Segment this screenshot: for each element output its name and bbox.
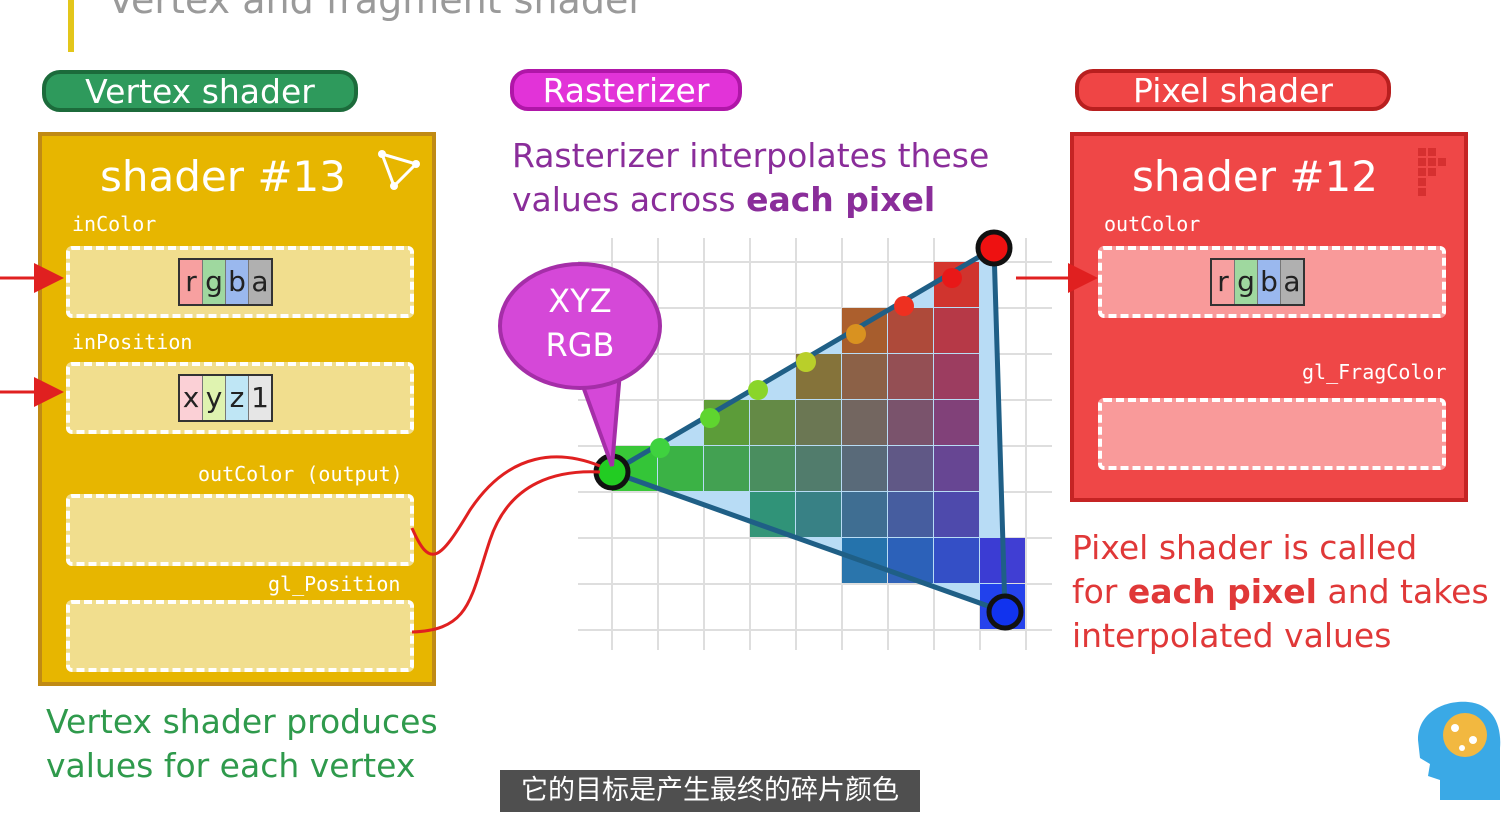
pixel-caption-line1: Pixel shader is called (1072, 528, 1418, 567)
vertex-shader-stage-label: Vertex shader (42, 70, 358, 112)
rasterizer-caption-line1: Rasterizer interpolates these (512, 136, 990, 175)
in-color-label: inColor (72, 212, 157, 236)
chip-r: r (1212, 260, 1235, 304)
interp-dot (700, 408, 720, 428)
rasterized-pixel (842, 446, 887, 491)
interp-dot (796, 352, 816, 372)
brain-logo-icon (1418, 701, 1501, 800)
rasterized-pixel (888, 446, 933, 491)
in-color-slot: r g b a (66, 246, 414, 318)
chip-x: x (180, 376, 203, 420)
rasterized-pixel (934, 446, 979, 491)
rasterized-pixel (888, 400, 933, 445)
vertex-caption-line1: Vertex shader produces (46, 702, 438, 741)
vertex-shader-panel: shader #13 inColor r g b a inPosition x … (38, 132, 436, 686)
wire-gl-position (411, 470, 601, 634)
rasterized-pixel (888, 492, 933, 537)
vertex-shader-title: shader #13 (100, 152, 346, 201)
title-accent-bar (68, 0, 74, 52)
rasterized-pixel (796, 492, 841, 537)
pixel-shader-stage-label: Pixel shader (1075, 69, 1391, 111)
rasterized-pixel (934, 538, 979, 583)
pixel-out-color-chips: r g b a (1210, 258, 1305, 306)
rasterized-pixel (842, 354, 887, 399)
pixel-caption-line2-pre: for (1072, 572, 1128, 611)
rasterized-pixel (888, 308, 933, 353)
rasterized-pixels (612, 262, 1025, 629)
triangle-vertex-icon (378, 150, 420, 190)
rasterized-pixel (750, 400, 795, 445)
pixel-caption-line2-post: and takes (1316, 572, 1489, 611)
interp-dot (942, 268, 962, 288)
rasterized-pixel (704, 446, 749, 491)
vertex-blue (986, 593, 1024, 631)
chip-g: g (203, 260, 226, 304)
interp-dot (894, 296, 914, 316)
vertex-caption: Vertex shader produces values for each v… (46, 700, 438, 788)
pixel-shader-title: shader #12 (1132, 152, 1378, 201)
vertex-caption-line2: values for each vertex (46, 746, 416, 785)
pixel-out-color-label: outColor (1104, 212, 1201, 236)
interp-dot (748, 380, 768, 400)
rasterized-pixel (934, 308, 979, 353)
out-color-label: outColor (output) (198, 462, 403, 486)
rasterized-pixel (934, 354, 979, 399)
pixel-caption: Pixel shader is called for each pixel an… (1072, 526, 1489, 658)
rasterizer-caption-emphasis: each pixel (746, 180, 936, 219)
pixel-grid-icon (1418, 148, 1446, 196)
rasterizer-stage-label: Rasterizer (510, 69, 742, 111)
vertex-red (975, 229, 1013, 267)
chip-r: r (180, 260, 203, 304)
in-position-label: inPosition (72, 330, 193, 354)
rasterized-pixel (842, 492, 887, 537)
gl-position-label: gl_Position (268, 572, 401, 596)
interp-dot (846, 324, 866, 344)
slide-title: Vertex and fragment shader (108, 0, 644, 22)
rasterized-pixel (888, 354, 933, 399)
video-subtitle: 它的目标是产生最终的碎片颜色 (500, 770, 920, 812)
pixel-shader-panel: shader #12 outColor r g b a gl_FragColor (1070, 132, 1468, 502)
out-color-slot (66, 494, 414, 566)
bubble-rgb: RGB (546, 326, 615, 364)
frag-color-slot (1098, 398, 1446, 470)
chip-b: b (226, 260, 249, 304)
chip-w: 1 (249, 376, 271, 420)
chip-g: g (1235, 260, 1258, 304)
pixel-caption-line3: interpolated values (1072, 616, 1392, 655)
bubble-xyz: XYZ (548, 282, 611, 320)
bubble-body (498, 262, 662, 390)
frag-color-label: gl_FragColor (1302, 360, 1447, 384)
chip-a: a (1281, 260, 1303, 304)
rasterized-pixel (934, 492, 979, 537)
chip-z: z (226, 376, 249, 420)
in-position-chips: x y z 1 (178, 374, 273, 422)
chip-b: b (1258, 260, 1281, 304)
chip-a: a (249, 260, 271, 304)
rasterizer-caption: Rasterizer interpolates these values acr… (512, 134, 989, 222)
rasterized-pixel (750, 446, 795, 491)
rasterized-pixel (796, 446, 841, 491)
chip-y: y (203, 376, 226, 420)
wire-out-color (410, 455, 601, 556)
rasterized-pixel (934, 400, 979, 445)
in-position-slot: x y z 1 (66, 362, 414, 434)
gl-position-slot (66, 600, 414, 672)
rasterized-pixel (796, 400, 841, 445)
pixel-caption-emphasis: each pixel (1127, 572, 1317, 611)
rasterized-pixel (842, 400, 887, 445)
interp-dot (650, 438, 670, 458)
rasterizer-caption-line2: values across (512, 180, 747, 219)
in-color-chips: r g b a (178, 258, 273, 306)
pixel-out-color-slot: r g b a (1098, 246, 1446, 318)
